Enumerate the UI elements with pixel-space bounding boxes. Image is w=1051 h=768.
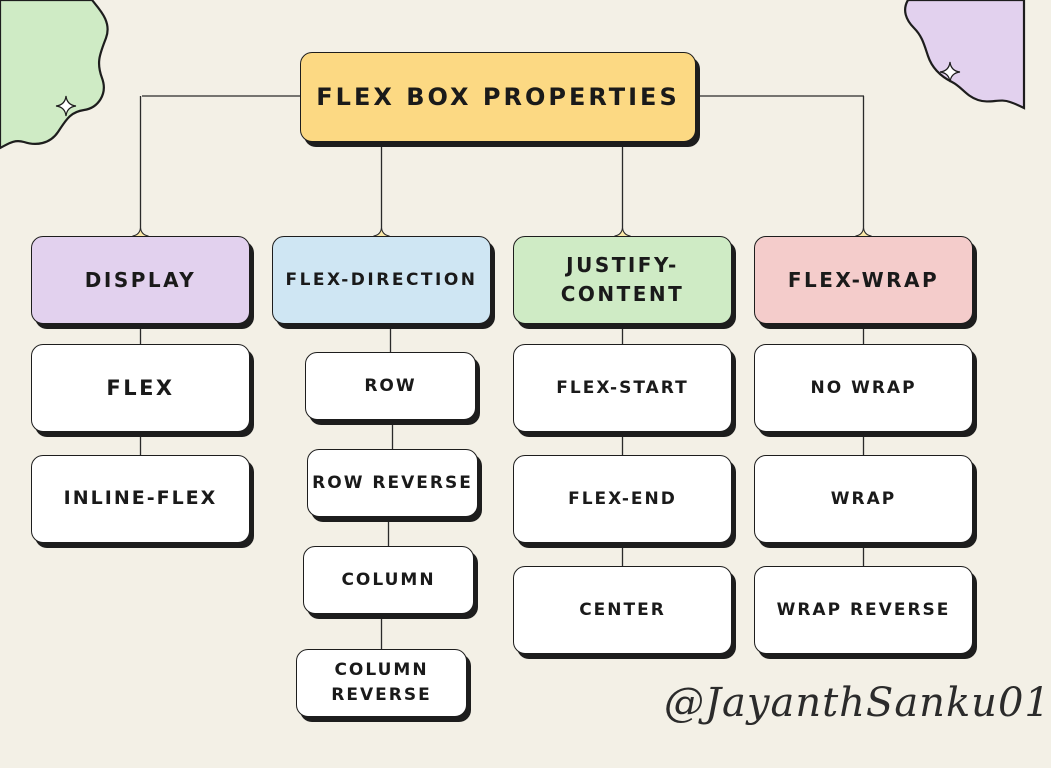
option-label: INLINE-FLEX [64, 485, 218, 513]
corner-blob-purple [904, 0, 1026, 110]
option-flex: FLEX [31, 344, 250, 432]
option-inline-flex: INLINE-FLEX [31, 455, 250, 543]
option-flex-start: FLEX-START [513, 344, 732, 432]
option-label: CENTER [579, 598, 666, 623]
connector-lines [132, 95, 872, 649]
category-label: JUSTIFY- CONTENT [561, 251, 685, 309]
option-label-line: CENTER [579, 599, 666, 620]
option-label: ROW REVERSE [312, 471, 473, 496]
option-wrap: WRAP [754, 455, 973, 543]
option-label-line: COLUMN [334, 660, 429, 681]
category-flex-wrap: FLEX-WRAP [754, 236, 973, 324]
option-row-reverse: ROW REVERSE [307, 449, 478, 517]
sparkle-icon [55, 95, 77, 117]
category-justify-content: JUSTIFY- CONTENT [513, 236, 732, 324]
option-flex-end: FLEX-END [513, 455, 732, 543]
option-label-line: COLUMN [341, 569, 436, 590]
corner-blob-green [0, 0, 109, 150]
option-label: WRAP REVERSE [777, 598, 951, 623]
corner-blob-purple-shape [904, 0, 1026, 110]
category-display: DISPLAY [31, 236, 250, 324]
option-label-line: INLINE-FLEX [63, 487, 218, 510]
option-no-wrap: NO WRAP [754, 344, 973, 432]
option-row: ROW [305, 352, 476, 420]
option-label-line: ROW [364, 375, 417, 396]
page-title: FLEX BOX PROPERTIES [316, 82, 680, 111]
option-label: FLEX [106, 373, 174, 403]
author-signature: @JayanthSanku01 [664, 680, 1051, 726]
flexbox-mind-map: FLEX BOX PROPERTIES DISPLAY FLEX INLINE-FL… [0, 0, 1050, 726]
option-center: CENTER [513, 566, 732, 654]
option-column: COLUMN [303, 546, 474, 614]
option-label-line: FLEX-END [568, 488, 677, 509]
option-label-line: NO WRAP [810, 377, 917, 398]
category-label-line: FLEX-DIRECTION [285, 269, 478, 290]
option-label-line: REVERSE [331, 685, 432, 705]
category-label: DISPLAY [85, 266, 196, 295]
category-label-line: FLEX-WRAP [787, 267, 940, 292]
option-label-line: FLEX [106, 375, 175, 400]
option-label-line: ROW REVERSE [312, 472, 473, 493]
option-label-line: WRAP REVERSE [776, 599, 951, 620]
option-label: WRAP [831, 487, 896, 512]
option-wrap-reverse: WRAP REVERSE [754, 566, 973, 654]
sparkle-icon [939, 61, 961, 83]
option-column-reverse: COLUMN REVERSE [296, 649, 467, 717]
option-label: NO WRAP [810, 376, 916, 401]
option-label-line: FLEX-START [556, 377, 689, 398]
option-label: COLUMN REVERSE [331, 658, 431, 707]
category-label-line: DISPLAY [84, 267, 197, 292]
category-label-line: CONTENT [560, 282, 685, 306]
title-box: FLEX BOX PROPERTIES [300, 52, 696, 142]
option-label-line: WRAP [830, 488, 897, 509]
option-label: ROW [364, 374, 416, 399]
corner-blob-green-shape [0, 0, 109, 150]
category-flex-direction: FLEX-DIRECTION [272, 236, 491, 324]
option-label: FLEX-START [556, 376, 688, 401]
category-label: FLEX-WRAP [788, 266, 939, 295]
option-label: COLUMN [341, 568, 435, 593]
category-label-line: JUSTIFY- [566, 253, 679, 277]
category-label: FLEX-DIRECTION [285, 268, 477, 293]
option-label: FLEX-END [568, 487, 677, 512]
